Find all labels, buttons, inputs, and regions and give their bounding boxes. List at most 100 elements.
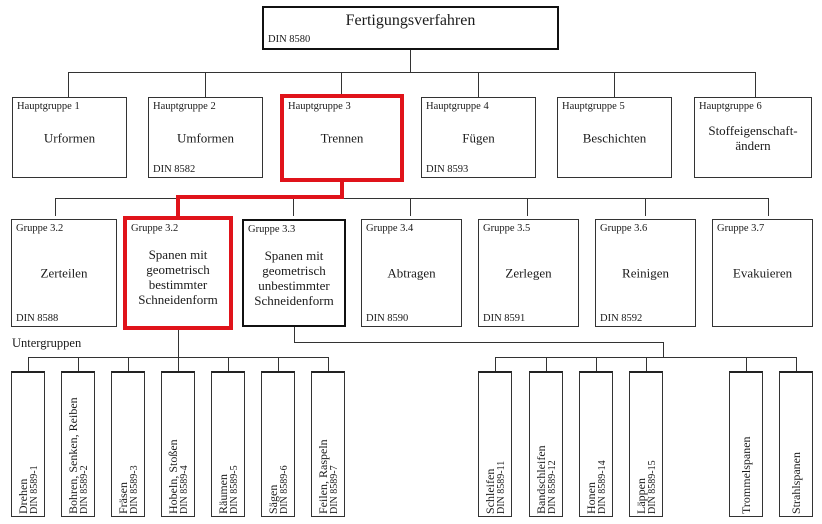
gruppe-code: Gruppe 3.2 [16, 223, 64, 234]
hauptgruppe-code: Hauptgruppe 1 [17, 101, 80, 112]
highlight-path [176, 195, 180, 219]
connector [663, 342, 664, 357]
untergruppe-din: DIN 8589-12 [547, 460, 558, 514]
connector [55, 198, 56, 216]
connector [28, 357, 29, 371]
connector [527, 198, 528, 216]
untergruppe-name: Drehen [16, 478, 30, 514]
connector [410, 198, 411, 216]
gruppe-3-5-zerlegen-box: Gruppe 3.5 Zerlegen DIN 8591 [478, 219, 579, 327]
untergruppe-din: DIN 8589-11 [496, 460, 507, 514]
connector [768, 198, 769, 216]
connector [78, 357, 79, 371]
connector [495, 357, 796, 358]
gruppe-3-6-reinigen-box: Gruppe 3.6 Reinigen DIN 8592 [595, 219, 696, 327]
hauptgruppe-name: Urformen [43, 130, 96, 145]
connector [614, 72, 615, 97]
hauptgruppe-3-box-highlighted: Hauptgruppe 3 Trennen [280, 94, 404, 182]
gruppe-3-7-evakuieren-box: Gruppe 3.7 Evakuieren [712, 219, 813, 327]
hauptgruppe-din: DIN 8593 [426, 164, 469, 175]
untergruppe-name: Feilen, Raspeln [316, 439, 330, 514]
connector [755, 72, 756, 97]
connector [645, 198, 646, 216]
hauptgruppe-code: Hauptgruppe 4 [426, 101, 489, 112]
root-din: DIN 8580 [268, 34, 311, 45]
untergruppe-name: Bandschleifen [534, 445, 548, 514]
untergruppe-strahlspanen: Strahlspanen [779, 371, 813, 517]
connector [646, 357, 647, 371]
untergruppe-name: Strahlspanen [789, 452, 803, 514]
gruppe-code: Gruppe 3.7 [717, 223, 765, 234]
hauptgruppe-4-box: Hauptgruppe 4 Fügen DIN 8593 [421, 97, 536, 178]
connector [178, 357, 179, 371]
connector [294, 327, 295, 342]
gruppe-3-4-abtragen-box: Gruppe 3.4 Abtragen DIN 8590 [361, 219, 462, 327]
root-box-fertigungsverfahren: Fertigungsverfahren DIN 8580 [262, 6, 559, 50]
gruppe-din: DIN 8590 [366, 313, 409, 324]
untergruppe-din: DIN 8589-3 [129, 465, 140, 514]
untergruppe-name: Trommelspanen [739, 436, 753, 514]
untergruppe-name: Sägen [266, 484, 280, 514]
connector [55, 198, 768, 199]
untergruppe-name: Fräsen [116, 482, 130, 514]
untergruppe-din: DIN 8589-7 [329, 465, 340, 514]
gruppe-name: Evakuieren [732, 265, 793, 281]
gruppe-din: DIN 8591 [483, 313, 526, 324]
hauptgruppe-code: Hauptgruppe 2 [153, 101, 216, 112]
untergruppen-label: Untergruppen [12, 336, 82, 350]
untergruppe-name: Bohren, Senken, Reiben [66, 397, 80, 514]
connector [341, 72, 342, 97]
gruppe-din: DIN 8588 [16, 313, 59, 324]
untergruppe-din: DIN 8589-6 [279, 465, 290, 514]
connector [410, 50, 411, 72]
hauptgruppe-code: Hauptgruppe 3 [288, 101, 351, 112]
gruppe-3-3-spanen-unbestimmt-box: Gruppe 3.3 Spanen mit geometrisch unbest… [242, 219, 346, 327]
untergruppe-din: DIN 8589-1 [29, 465, 40, 514]
connector [546, 357, 547, 371]
gruppe-name: Spanen mit geometrisch bestimmter Schnei… [138, 247, 218, 307]
connector [294, 342, 663, 343]
untergruppe-din: DIN 8589-5 [229, 465, 240, 514]
connector [328, 357, 329, 371]
gruppe-code: Gruppe 3.5 [483, 223, 531, 234]
hauptgruppe-code: Hauptgruppe 6 [699, 101, 762, 112]
connector [596, 357, 597, 371]
untergruppe-name: Räumen [216, 474, 230, 514]
connector [178, 330, 179, 357]
connector [293, 198, 294, 216]
untergruppe-din: DIN 8589-14 [597, 460, 608, 514]
untergruppe-name: Läppen [634, 478, 648, 514]
connector [746, 357, 747, 371]
gruppe-3-2-spanen-bestimmt-box-highlighted: Gruppe 3.2 Spanen mit geometrisch bestim… [123, 216, 233, 330]
connector [228, 357, 229, 371]
gruppe-3-2-zerteilen-box: Gruppe 3.2 Zerteilen DIN 8588 [11, 219, 117, 327]
gruppe-code: Gruppe 3.4 [366, 223, 414, 234]
gruppe-name: Zerlegen [505, 265, 552, 281]
gruppe-name: Zerteilen [40, 265, 88, 281]
untergruppe-name: Schleifen [483, 468, 497, 514]
connector [796, 357, 797, 371]
root-title: Fertigungsverfahren [345, 12, 476, 29]
connector [205, 72, 206, 97]
connector [495, 357, 496, 371]
untergruppe-din: DIN 8589-2 [79, 465, 90, 514]
hauptgruppe-5-box: Hauptgruppe 5 Beschichten [557, 97, 672, 178]
connector [128, 357, 129, 371]
gruppe-name: Spanen mit geometrisch unbestimmter Schn… [254, 248, 334, 308]
highlight-path [340, 182, 344, 199]
connector [478, 72, 479, 97]
connector [68, 72, 69, 97]
hauptgruppe-2-box: Hauptgruppe 2 Umformen DIN 8582 [148, 97, 263, 178]
hauptgruppe-name: Trennen [320, 130, 364, 146]
